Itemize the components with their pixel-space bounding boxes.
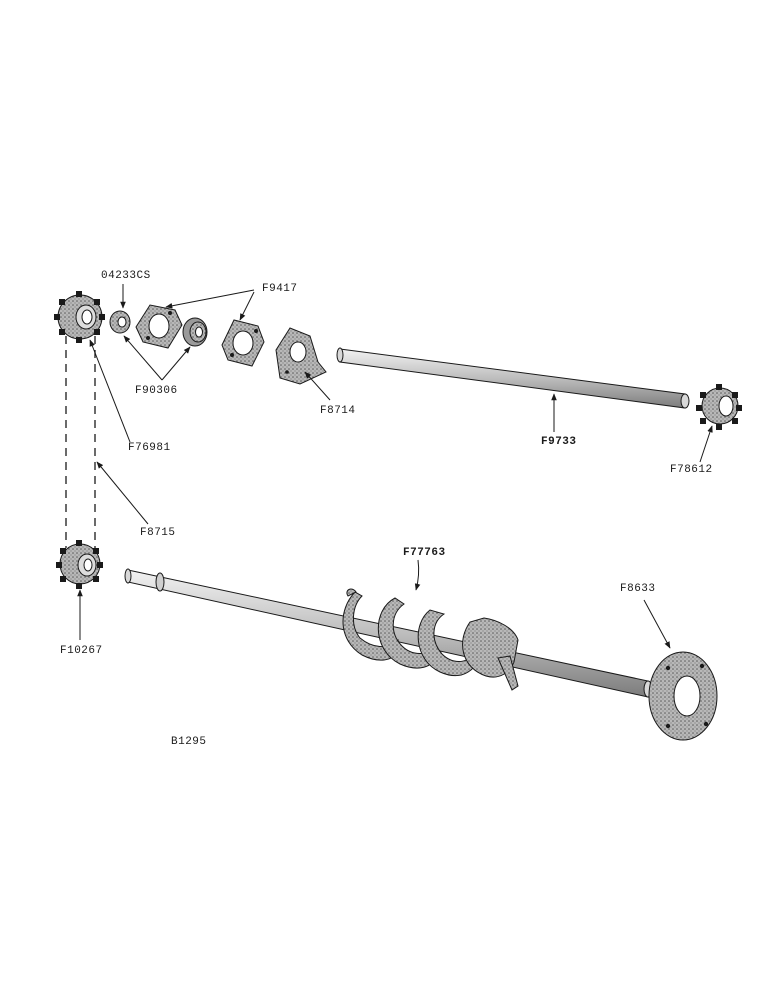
label-f77763: F77763 (403, 547, 446, 559)
label-f8633: F8633 (620, 583, 656, 595)
label-f76981: F76981 (128, 442, 171, 454)
label-f78612: F78612 (670, 464, 713, 476)
label-f9417: F9417 (262, 283, 298, 295)
bearing (182, 317, 208, 347)
label-04233cs: 04233CS (101, 270, 151, 282)
drive-chain (65, 336, 96, 548)
label-f9733: F9733 (541, 436, 577, 448)
leader-lines (77, 284, 713, 649)
flange-right (221, 319, 265, 367)
shaft-sprocket (696, 384, 742, 430)
bushing (109, 310, 131, 334)
sprocket-lower (56, 540, 103, 589)
upper-shaft (336, 347, 690, 409)
label-f10267: F10267 (60, 645, 103, 657)
label-f90306: F90306 (135, 385, 178, 397)
mounting-bracket (275, 327, 327, 385)
flange-left (135, 304, 183, 349)
label-f8715: F8715 (140, 527, 176, 539)
figure-id: B1295 (171, 736, 207, 748)
end-plate (648, 651, 718, 741)
auger-flighting (342, 588, 519, 691)
label-f8714: F8714 (320, 405, 356, 417)
sprocket-upper (54, 291, 105, 343)
